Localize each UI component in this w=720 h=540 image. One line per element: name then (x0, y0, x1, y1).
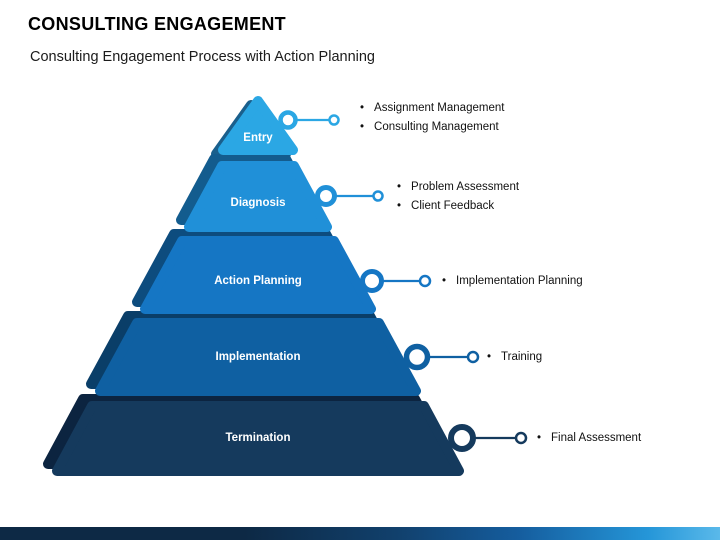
termination-bullet-list: Final Assessment (537, 429, 641, 448)
action-planning-connector-dot (418, 274, 432, 288)
entry-connector-dot (328, 114, 340, 126)
implementation-connector-dot (466, 350, 480, 364)
entry-level-shape (218, 96, 298, 155)
implementation-connector-circle (403, 343, 431, 371)
implementation-level-shape (95, 318, 421, 396)
entry-bullet-list: Assignment Management Consulting Managem… (360, 99, 504, 137)
bullet-item: Training (487, 348, 542, 367)
action-planning-level-shape (140, 236, 376, 314)
bullet-item: Assignment Management (360, 99, 504, 118)
page-title: CONSULTING ENGAGEMENT (28, 14, 286, 34)
termination-connector-dot (514, 431, 528, 445)
diagnosis-connector-dot (372, 190, 384, 202)
diagnosis-bullet-list: Problem Assessment Client Feedback (397, 178, 519, 216)
entry-connector-circle (278, 110, 298, 130)
bullet-item: Consulting Management (360, 118, 504, 137)
termination-connector-circle (448, 424, 476, 452)
bullet-item: Final Assessment (537, 429, 641, 448)
bottom-accent-bar (0, 527, 720, 540)
bullet-item: Problem Assessment (397, 178, 519, 197)
termination-level-shape (52, 401, 464, 476)
diagnosis-level-shape (184, 161, 332, 232)
page-subtitle: Consulting Engagement Process with Actio… (30, 49, 375, 65)
implementation-bullet-list: Training (487, 348, 542, 367)
action-planning-bullet-list: Implementation Planning (442, 272, 583, 291)
bullet-item: Client Feedback (397, 197, 519, 216)
diagnosis-connector-circle (315, 185, 337, 207)
action-planning-connector-circle (360, 269, 384, 293)
bullet-item: Implementation Planning (442, 272, 583, 291)
